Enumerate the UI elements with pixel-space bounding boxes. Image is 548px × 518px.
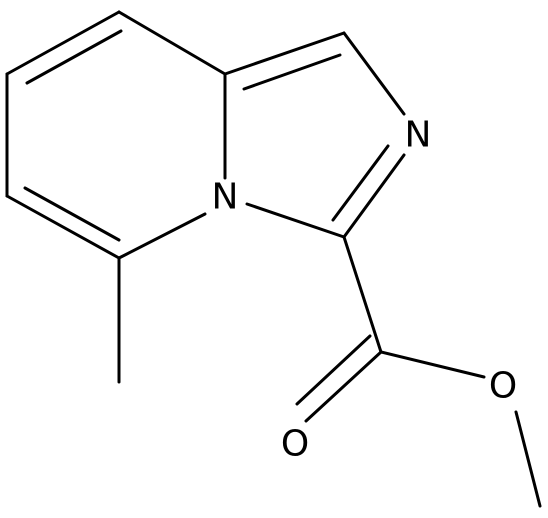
bond-c6-c5-double-outer	[5, 194, 121, 260]
bond-c3-n4	[245, 202, 346, 239]
bond-carbonyl-c-o-ester	[379, 350, 486, 379]
bond-carbonyl-double-outer	[304, 350, 383, 423]
bond-c8a-c1-double-outer	[223, 31, 346, 76]
atom-label-o-ester: O	[489, 366, 517, 407]
bond-n2-c3-double-inner	[331, 144, 390, 222]
bond-c8a-c8	[117, 10, 227, 76]
bond-n2-c3-double-outer	[342, 153, 406, 239]
bond-c3-carbonyl-c	[342, 235, 383, 354]
bond-c8-c7-double-outer	[5, 10, 121, 76]
bond-carbonyl-double-inner	[295, 334, 372, 406]
bond-c1-n2	[342, 31, 406, 116]
atom-label-n-bridgehead: N	[212, 177, 239, 218]
atom-label-n-imidazole: N	[405, 115, 432, 156]
bond-c8a-c1-double-inner	[242, 53, 342, 91]
bond-c8-c7-double-inner	[25, 29, 123, 85]
bond-c5-n4	[117, 212, 207, 260]
bond-o-ester-methyl	[514, 410, 542, 508]
atom-label-o-carbonyl: O	[281, 424, 309, 465]
bond-c6-c5-double-inner	[23, 186, 121, 242]
